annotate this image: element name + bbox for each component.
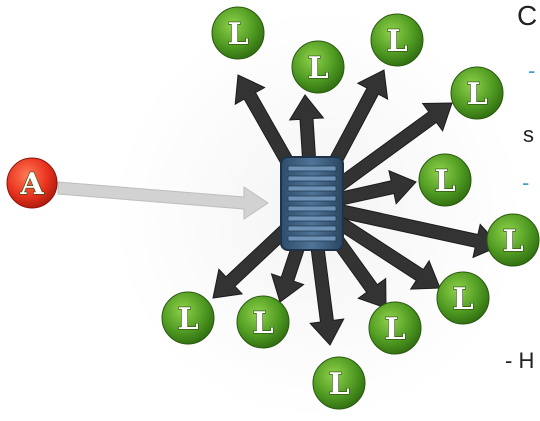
inbound-arrow — [57, 181, 269, 220]
leaf-node-label: L — [252, 306, 273, 341]
server-slot-2 — [287, 175, 337, 182]
side-text-fragment-4: - H — [505, 348, 535, 373]
leaf-node-label: L — [452, 282, 473, 317]
leaf-node-5[interactable]: L — [418, 153, 472, 207]
side-bullet-3-dash: - — [522, 170, 530, 195]
server-slot-5 — [287, 205, 337, 212]
side-bullet-3: - — [522, 170, 529, 196]
leaf-node-label: L — [502, 224, 523, 259]
server-rack-icon — [280, 156, 344, 251]
leaf-node-label: L — [227, 17, 248, 52]
leaf-node-label: L — [177, 302, 198, 337]
leaf-node-4[interactable]: L — [450, 66, 504, 120]
leaf-node-circle — [312, 356, 366, 410]
leaf-node-circle — [161, 291, 215, 345]
server-slot-8 — [287, 235, 337, 242]
source-node-a[interactable]: A — [6, 157, 58, 209]
leaf-node-circle — [418, 153, 472, 207]
leaf-node-label: L — [434, 164, 455, 199]
server-slots — [287, 165, 337, 242]
leaf-node-11[interactable]: L — [312, 356, 366, 410]
server-slot-4 — [287, 195, 337, 202]
leaf-node-circle — [368, 301, 422, 355]
leaf-node-circle — [291, 40, 345, 94]
leaf-node-circle — [486, 213, 540, 267]
source-node-circle — [6, 157, 58, 209]
leaf-node-circle — [436, 271, 490, 325]
leaf-node-3[interactable]: L — [370, 13, 424, 67]
leaf-node-label: L — [307, 51, 328, 86]
source-node-label: A — [19, 167, 44, 202]
leaf-node-1[interactable]: L — [211, 6, 265, 60]
leaf-node-label: L — [384, 312, 405, 347]
leaf-node-circle — [370, 13, 424, 67]
leaf-node-label: L — [466, 77, 487, 112]
side-title-fragment: C — [517, 0, 538, 31]
leaf-node-circle — [450, 66, 504, 120]
server-slot-1 — [287, 165, 337, 172]
side-text-fragment-2: s — [523, 122, 534, 147]
server-slot-3 — [287, 185, 337, 192]
leaf-node-6[interactable]: L — [486, 213, 540, 267]
server-slot-7 — [287, 225, 337, 232]
leaf-node-label: L — [386, 24, 407, 59]
inbound-arrow-shape — [57, 181, 269, 220]
leaf-node-9[interactable]: L — [236, 295, 290, 349]
side-bullet-1-dash: - — [528, 58, 536, 83]
leaf-node-2[interactable]: L — [291, 40, 345, 94]
leaf-node-7[interactable]: L — [436, 271, 490, 325]
leaf-node-10[interactable]: L — [368, 301, 422, 355]
leaf-node-circle — [211, 6, 265, 60]
leaf-node-label: L — [328, 367, 349, 402]
leaf-node-8[interactable]: L — [161, 291, 215, 345]
server-slot-6 — [287, 215, 337, 222]
leaf-node-circle — [236, 295, 290, 349]
side-bullet-1: - — [528, 58, 535, 84]
